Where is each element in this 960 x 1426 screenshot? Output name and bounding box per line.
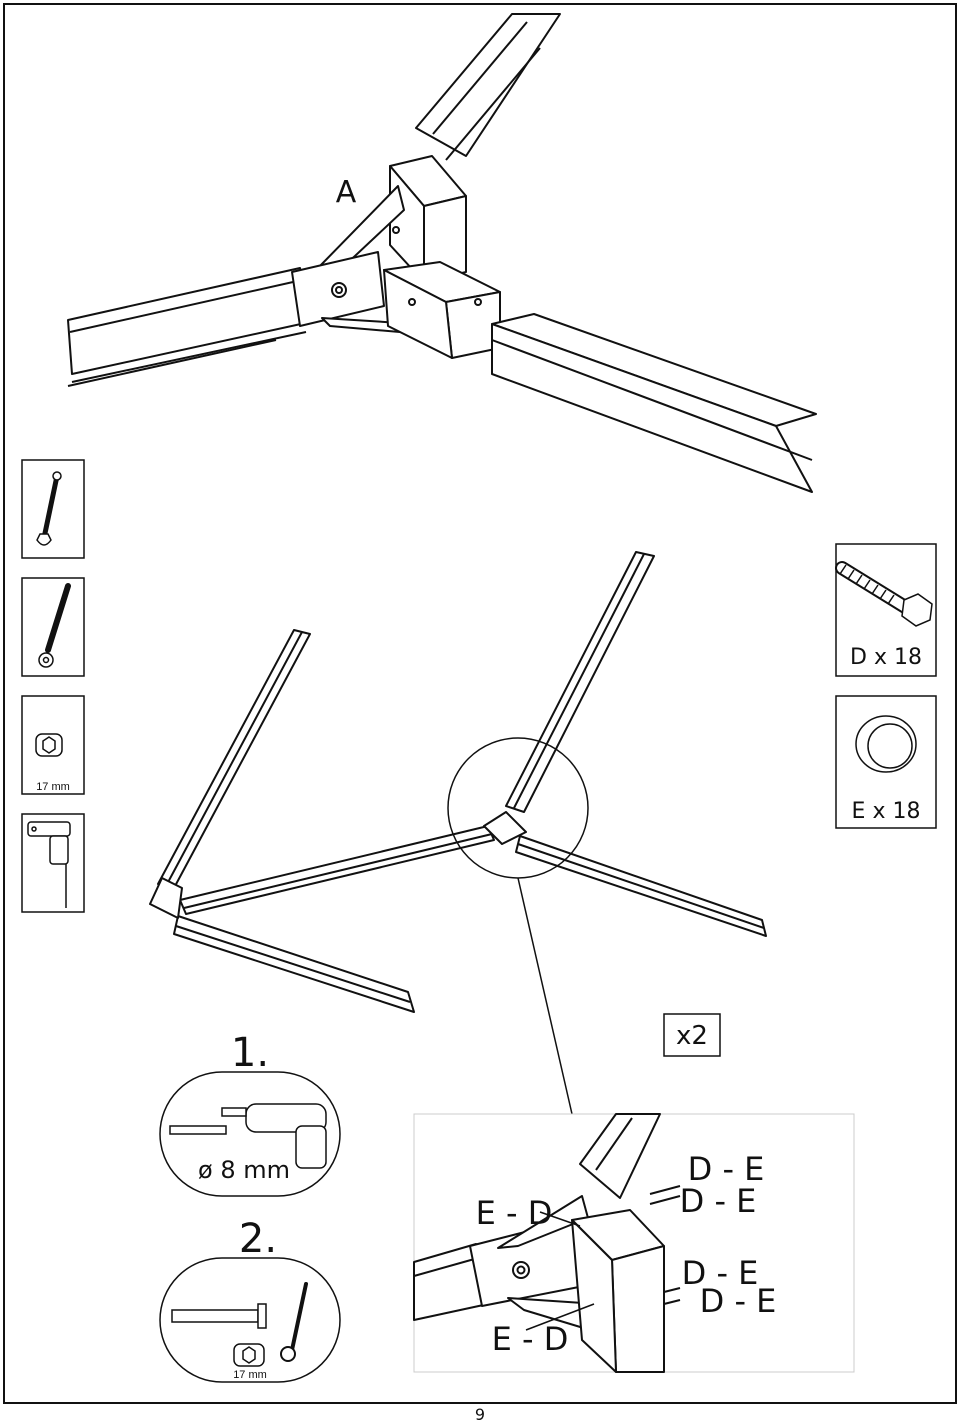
callout-right-1: D - E [688, 1150, 765, 1188]
step-2-socket-wrench-icon [280, 1282, 308, 1362]
page-number: 9 [475, 1405, 485, 1424]
wrench-icon [36, 471, 62, 546]
callout-right-4: D - E [700, 1282, 777, 1320]
detail-a-label: A [336, 175, 357, 210]
socket-size-label: 17 mm [36, 781, 70, 793]
page-border [3, 3, 957, 1404]
callout-left-bottom: E - D [492, 1320, 569, 1358]
frame-assembly [149, 551, 767, 1013]
step-1-caption: ø 8 mm [198, 1156, 290, 1184]
detail-zoom-illustration [413, 1113, 681, 1373]
cap-quantity-label: E x 18 [852, 799, 921, 824]
step-1-number: 1. [231, 1030, 269, 1076]
zoom-leader-line [517, 877, 573, 1115]
callout-right-2: D - E [680, 1182, 757, 1220]
step-2-number: 2. [239, 1216, 277, 1262]
socket-icon [35, 733, 63, 757]
tool-panel-socket [21, 695, 85, 795]
part-panels: D x 18 E x 18 [835, 543, 937, 829]
step-1-drill-icon [221, 1103, 327, 1169]
cap-icon [855, 715, 917, 773]
multiplier-box [663, 1013, 721, 1057]
callout-lines [525, 1211, 595, 1331]
drill-bit-icon [169, 1125, 227, 1135]
step-1-bubble [159, 1071, 341, 1197]
step-2-socket-icon [233, 1343, 265, 1367]
bolt-quantity-label: D x 18 [850, 645, 922, 670]
callout-left-top: E - D [476, 1194, 553, 1232]
step-2-caption: 17 mm [233, 1369, 267, 1381]
bolt-icon [835, 561, 933, 627]
drill-icon [27, 821, 71, 908]
step-2-bolt-icon [171, 1303, 267, 1329]
tool-panels: 17 mm [21, 459, 85, 913]
socket-wrench-icon [38, 583, 71, 668]
detail-a-illustration [67, 13, 817, 493]
callout-right-3: D - E [682, 1254, 759, 1292]
multiplier-label: x2 [676, 1021, 708, 1051]
